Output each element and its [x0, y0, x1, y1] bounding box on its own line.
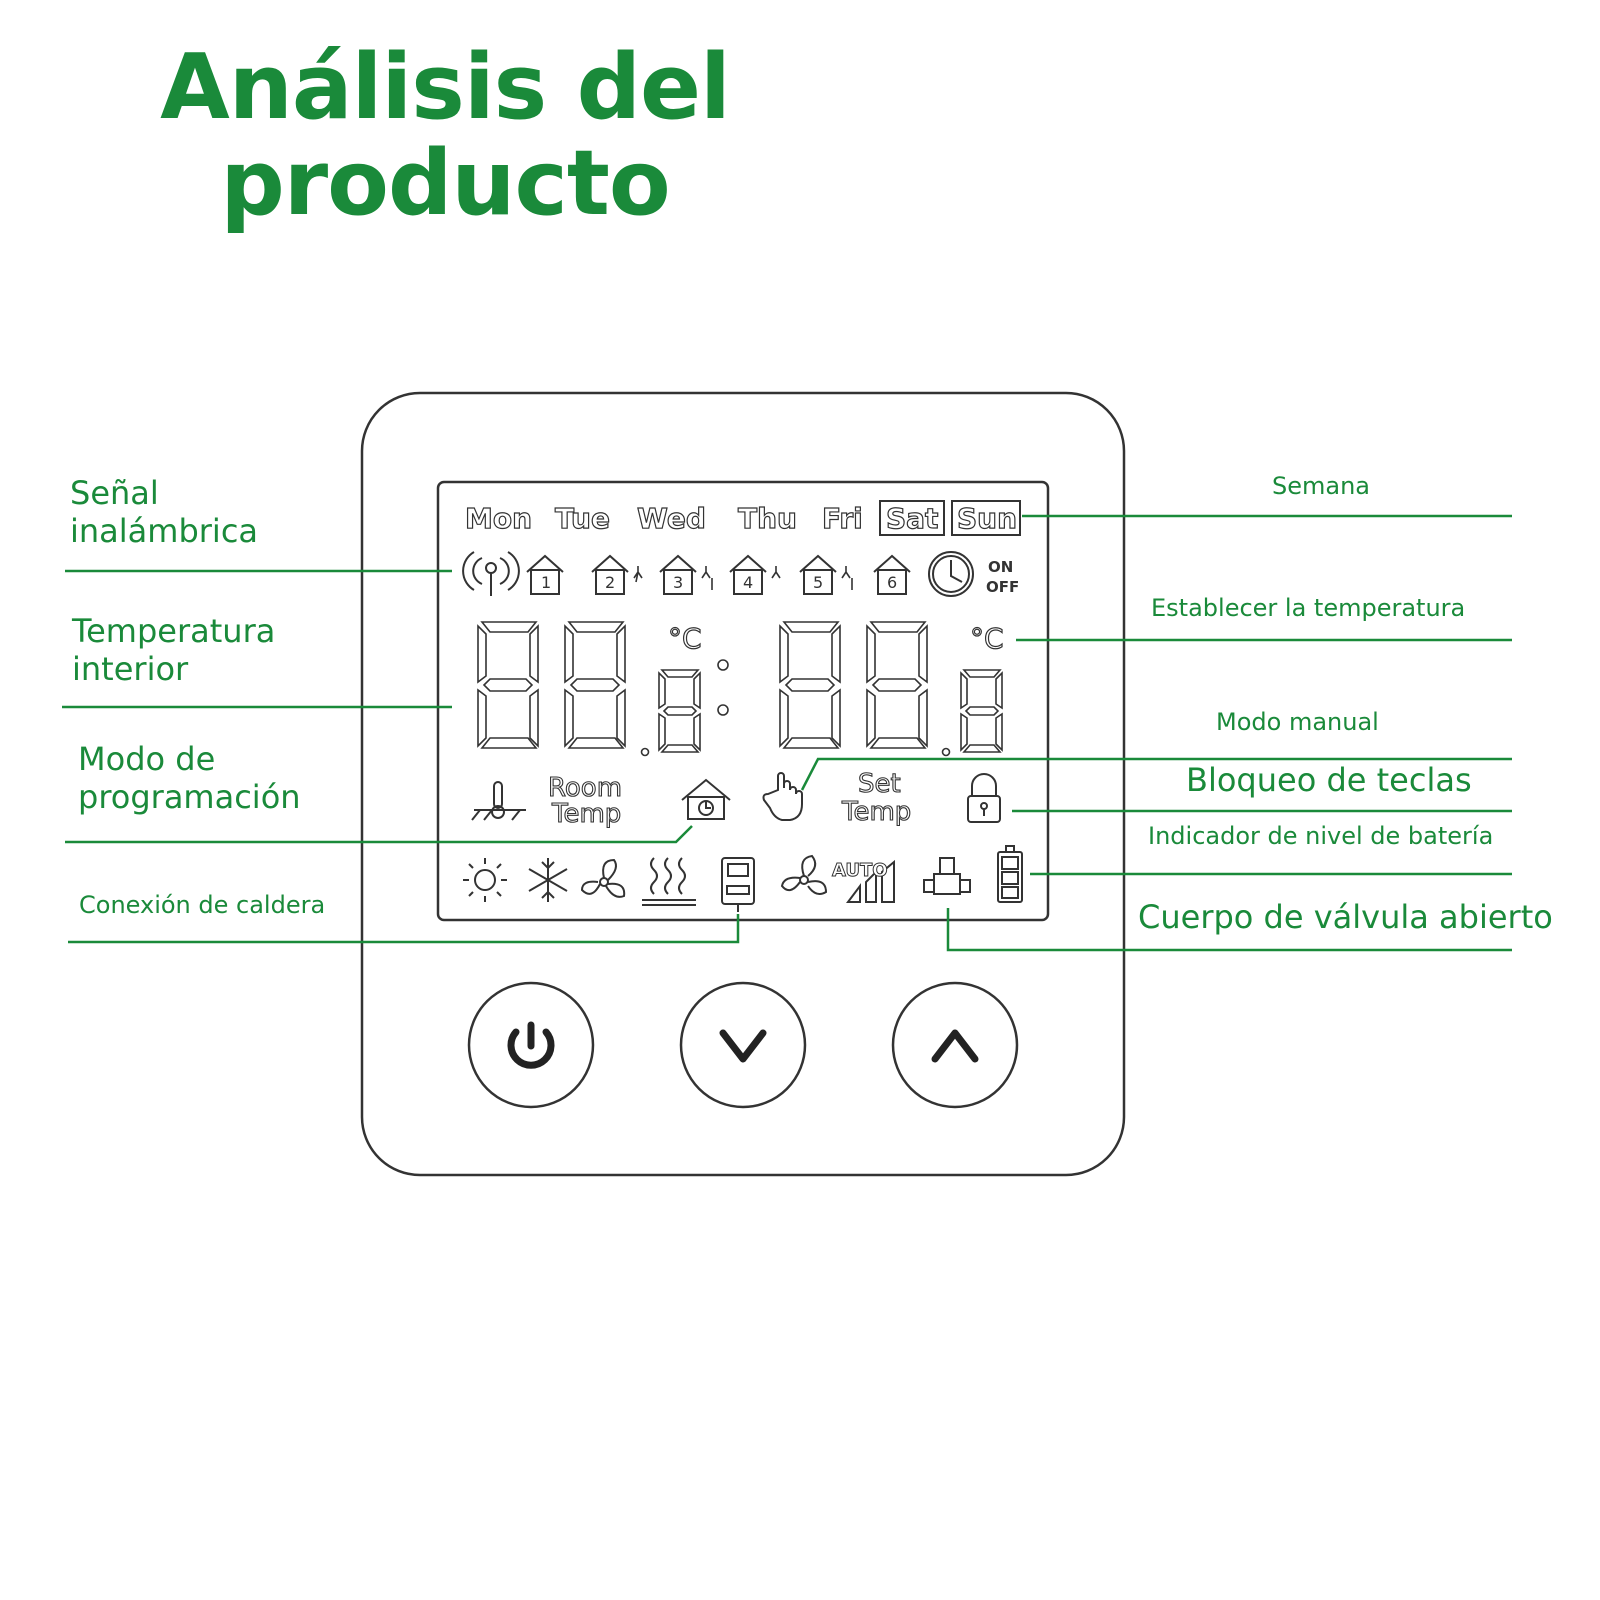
clock-icon [928, 551, 974, 597]
floor-sensor-icon [471, 781, 526, 821]
boiler-icon [721, 857, 755, 912]
lock-icon [967, 773, 1001, 823]
label-boiler: Conexión de caldera [79, 891, 326, 919]
label-week: Semana [1272, 472, 1371, 500]
day-mon: Mon [465, 502, 532, 535]
set-temp-label-1: Set [858, 769, 901, 799]
set-temp-label-2: Temp [841, 797, 911, 827]
period-4-number: 4 [743, 573, 753, 592]
day-fri: Fri [822, 502, 863, 535]
leader-manual-mode [800, 757, 1512, 791]
set-temp-digits [779, 621, 1003, 757]
page-title-line1: Análisis del [160, 35, 731, 140]
set-temp-unit: °C [970, 622, 1004, 655]
day-sat-box [879, 500, 945, 536]
label-manual-mode: Modo manual [1216, 708, 1379, 736]
label-wireless-line1: Señal [70, 474, 159, 512]
period-3-number: 3 [673, 573, 683, 592]
lcd-screen [436, 480, 1050, 922]
label-set-temp: Establecer la temperatura [1151, 594, 1466, 622]
period-5-number: 5 [813, 573, 823, 592]
page-title-line2: producto [220, 131, 670, 236]
room-temp-label-1: Room [548, 773, 622, 803]
day-wed: Wed [637, 502, 706, 535]
label-indoor-temp-line2: interior [72, 650, 189, 688]
leader-program-mode [65, 825, 693, 844]
room-temp-label-2: Temp [551, 799, 621, 829]
up-button[interactable] [891, 981, 1019, 1109]
period-5-house-icon: 5 [799, 555, 837, 595]
period-3-house-icon: 3 [659, 555, 697, 595]
label-key-lock: Bloqueo de teclas [1186, 761, 1472, 799]
auto-text: AUTO [832, 860, 888, 881]
indoor-temp-digits [477, 621, 729, 757]
day-thu: Thu [738, 502, 797, 535]
label-program-mode: Modo de programación [78, 740, 301, 816]
down-button[interactable] [679, 981, 807, 1109]
power-icon [507, 1021, 555, 1069]
period-6-number: 6 [887, 573, 897, 592]
wireless-signal-icon [462, 551, 520, 596]
chevron-up-icon [931, 1029, 979, 1063]
label-indoor-temp-line1: Temperatura [72, 612, 276, 650]
label-indoor-temp: Temperatura interior [72, 612, 275, 688]
fan-icon [580, 858, 626, 898]
period-1-house-icon: 1 [526, 555, 564, 595]
leader-boiler [68, 914, 740, 944]
label-valve: Cuerpo de válvula abierto [1138, 898, 1553, 936]
leader-valve [946, 908, 1512, 952]
label-battery: Indicador de nivel de batería [1148, 822, 1494, 850]
label-program-mode-line1: Modo de [78, 740, 216, 778]
power-button[interactable] [467, 981, 595, 1109]
floor-heating-icon [642, 857, 696, 906]
day-tue: Tue [555, 502, 610, 535]
battery-icon [997, 845, 1023, 903]
house-program-icon [681, 778, 731, 820]
label-program-mode-line2: programación [78, 778, 301, 816]
label-wireless-line2: inalámbrica [70, 512, 259, 550]
person-figures-icon [633, 566, 853, 590]
sun-icon [463, 858, 507, 902]
valve-icon [923, 857, 971, 895]
label-wireless: Señal inalámbrica [70, 474, 258, 550]
fan-speed-icon [780, 854, 895, 903]
page-title: Análisis del producto [150, 40, 740, 232]
period-4-house-icon: 4 [729, 555, 767, 595]
off-text: OFF [986, 578, 1019, 596]
period-2-number: 2 [605, 573, 615, 592]
snowflake-icon [528, 858, 568, 902]
chevron-down-icon [719, 1029, 767, 1063]
day-sun-box [951, 500, 1021, 536]
period-1-number: 1 [541, 573, 551, 592]
day-sat: Sat [886, 502, 938, 535]
leader-lines [62, 514, 1512, 952]
indoor-temp-unit: °C [668, 622, 702, 655]
on-text: ON [988, 558, 1013, 576]
day-sun: Sun [957, 502, 1017, 535]
period-2-house-icon: 2 [591, 555, 629, 595]
period-6-house-icon: 6 [873, 555, 911, 595]
hand-icon [762, 772, 803, 821]
